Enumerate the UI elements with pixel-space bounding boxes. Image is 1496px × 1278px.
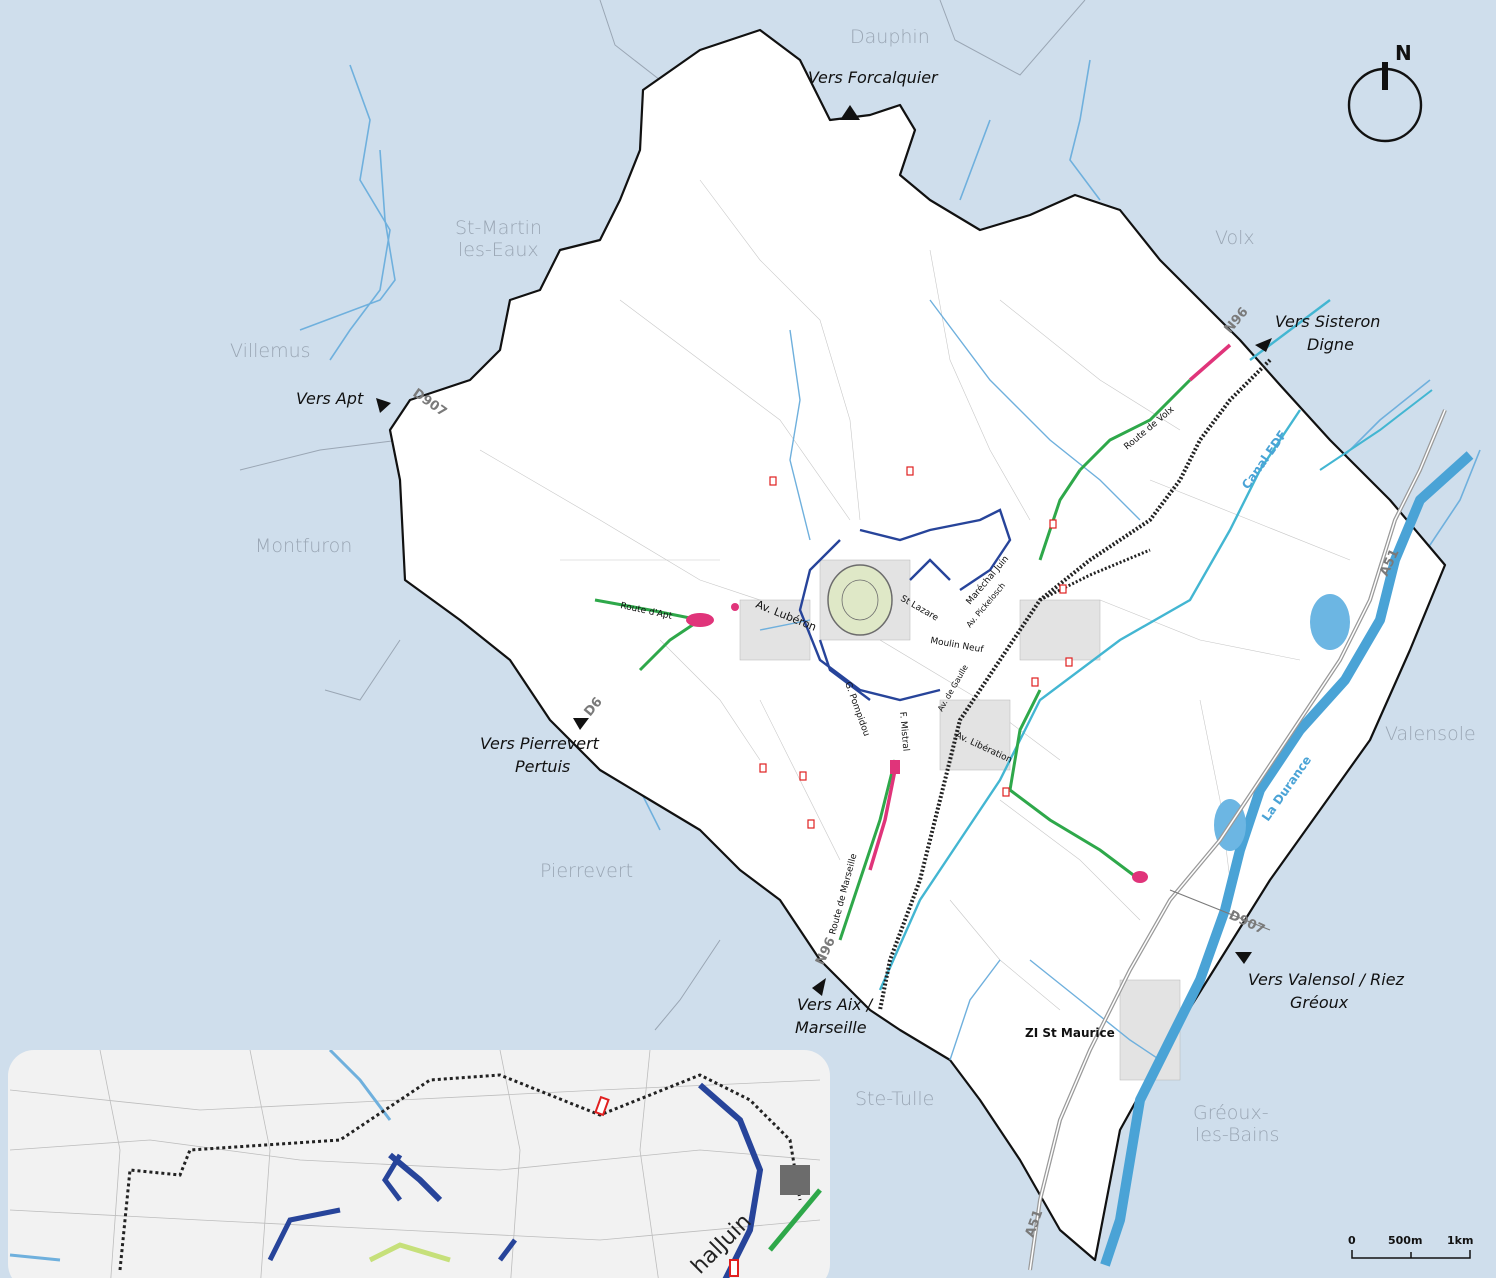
canal-edf — [878, 409, 1301, 991]
destination-sisteron-line1: Vers Sisteron — [1275, 312, 1380, 331]
north-arrow: N — [1347, 41, 1423, 143]
scale-label-end: 1km — [1447, 1234, 1473, 1247]
commune-label-ste-tulle: Ste-Tulle — [855, 1088, 934, 1110]
destination-sisteron-line2: Digne — [1307, 335, 1354, 354]
destination-forcalquier: Vers Forcalquier — [808, 68, 939, 87]
destination-arrows — [376, 105, 1272, 996]
lake-east — [1310, 594, 1350, 650]
green-routes — [594, 378, 1192, 941]
north-label: N — [1395, 41, 1412, 65]
commune-label-st-martin-line2: les-Eaux — [458, 239, 539, 261]
street-label-f-mistral: F. Mistral — [897, 711, 910, 751]
destination-valensol-line2: Gréoux — [1290, 993, 1349, 1012]
canal-branch-east — [1319, 389, 1433, 471]
blue-routes — [798, 508, 1012, 702]
roundabout-route-apt — [686, 613, 714, 627]
roundabout-av-luberon — [731, 603, 739, 611]
parking-markers — [759, 466, 1073, 829]
pink-routes — [868, 343, 1232, 871]
commune-label-st-martin-line1: St-Martin — [455, 217, 542, 239]
commune-label-volx: Volx — [1215, 227, 1255, 249]
scale-label-zero: 0 — [1348, 1234, 1356, 1247]
destination-valensol-line1: Vers Valensol / Riez — [1248, 970, 1405, 989]
destination-pierrevert-line1: Vers Pierrevert — [480, 734, 600, 753]
scale-bar: 0 500m 1km — [1348, 1234, 1473, 1259]
commune-label-montfuron: Montfuron — [255, 535, 352, 557]
commune-label-pierrevert: Pierrevert — [540, 860, 633, 882]
destination-pierrevert-line2: Pertuis — [515, 757, 570, 776]
zone-label-zi-st-maurice: ZI St Maurice — [1025, 1026, 1115, 1040]
destination-aix-line2: Marseille — [795, 1018, 867, 1037]
la-durance-river — [1100, 451, 1474, 1267]
commune-label-villemus: Villemus — [230, 340, 311, 362]
commune-label-greoux-line2: les-Bains — [1195, 1124, 1279, 1146]
road-d907-east — [1169, 889, 1271, 931]
rail-station-marker — [890, 760, 900, 774]
commune-label-greoux-line1: Gréoux- — [1193, 1102, 1269, 1124]
roundabout-south-east — [1132, 871, 1148, 883]
destination-aix-line1: Vers Aix / — [797, 995, 874, 1014]
commune-label-dauphin: Dauphin — [850, 26, 930, 48]
commune-label-valensole: Valensole — [1385, 723, 1476, 745]
destination-apt: Vers Apt — [296, 389, 364, 408]
scale-label-mid: 500m — [1388, 1234, 1422, 1247]
motorway-a51-inner — [1029, 409, 1446, 1271]
inset-map: halJuin — [8, 1050, 830, 1278]
old-town — [827, 564, 893, 636]
territory-area — [388, 28, 1447, 1262]
